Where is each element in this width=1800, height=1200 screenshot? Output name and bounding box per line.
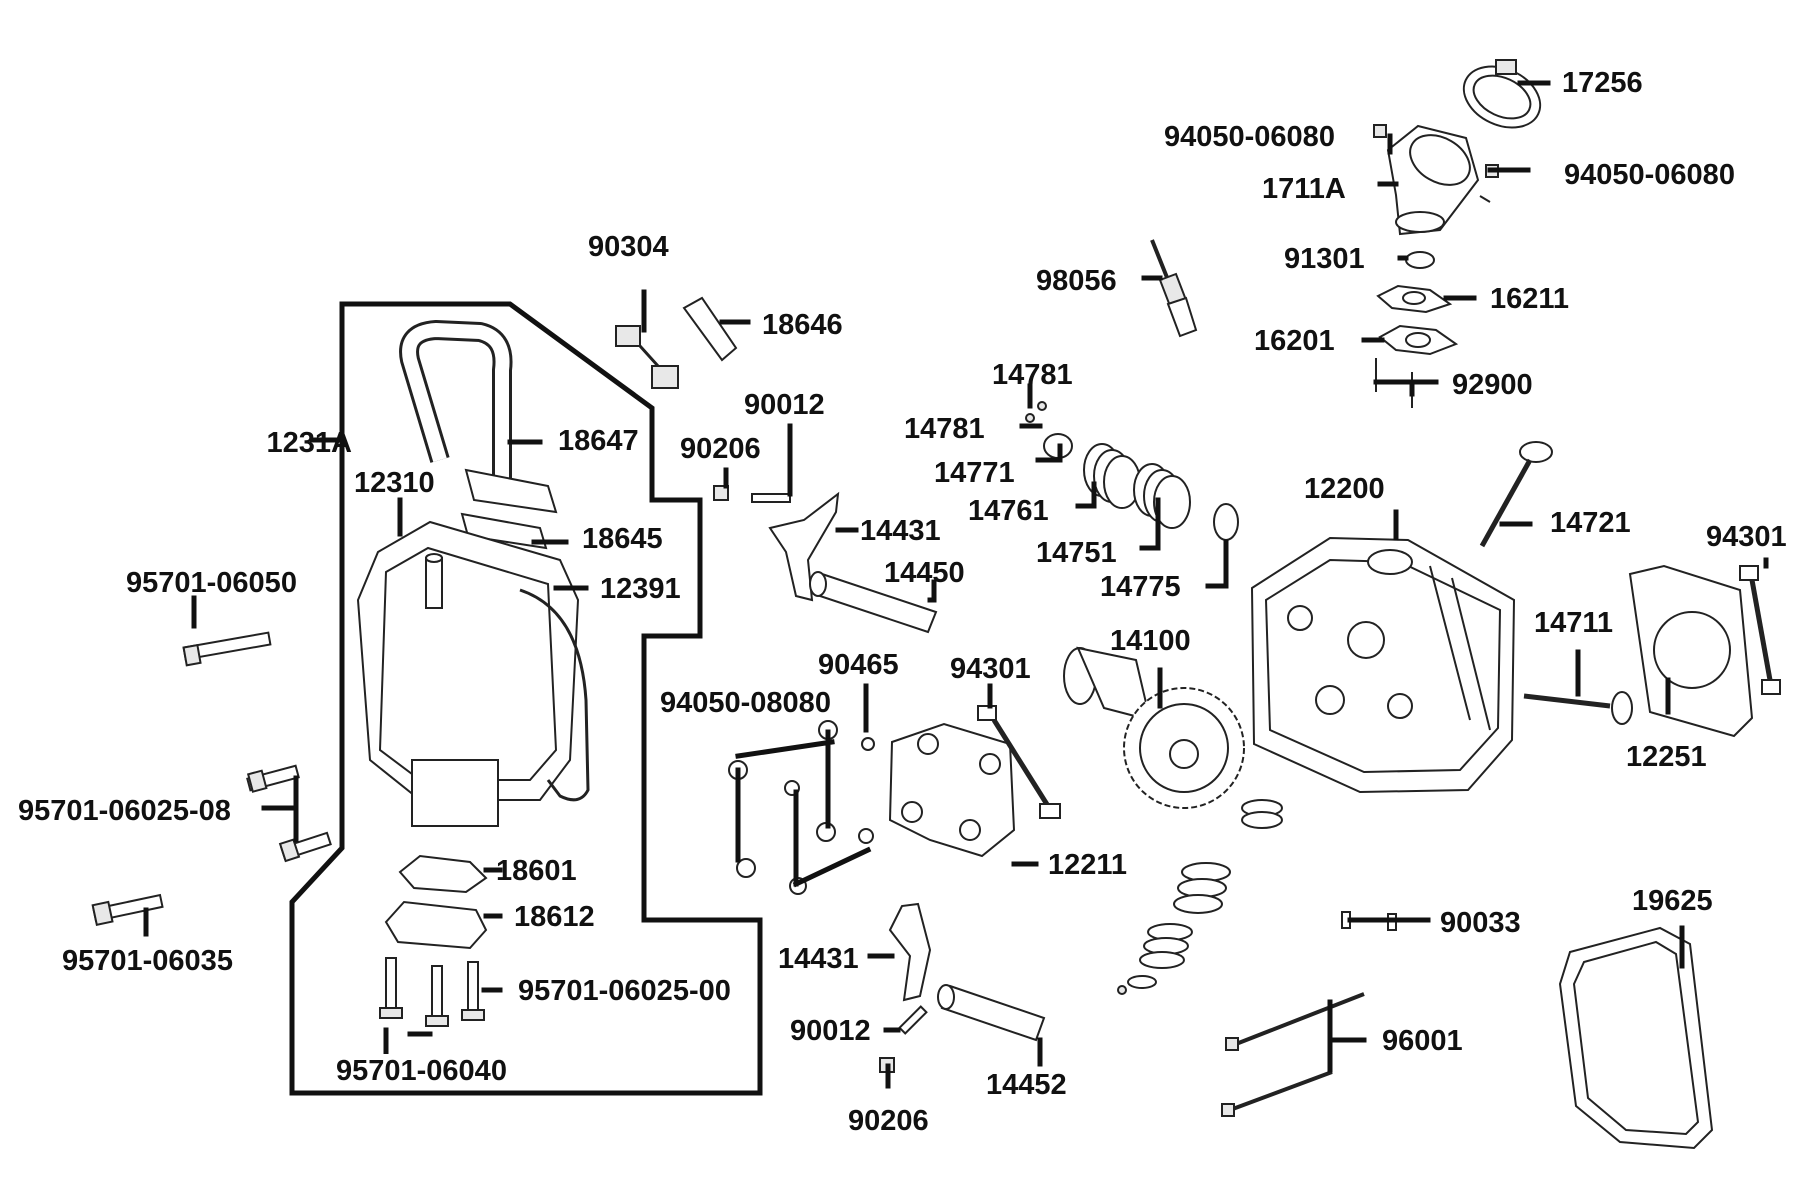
intake-clamp-part (1462, 59, 1542, 129)
label-95701-06050: 95701-06050 (126, 567, 297, 599)
label-18646: 18646 (762, 309, 843, 341)
cylinder-head-part (1250, 536, 1516, 794)
valve-spring-part (1117, 799, 1283, 995)
label-14781: 14781 (904, 413, 985, 445)
label-12211: 12211 (1048, 849, 1127, 881)
label-92900: 92900 (1452, 369, 1533, 401)
bolt-part (91, 631, 332, 927)
label-1231a: 1231A (267, 427, 353, 459)
label-95701-06035: 95701-06035 (62, 945, 233, 977)
label-90012: 90012 (744, 389, 825, 421)
label-18645: 18645 (582, 523, 663, 555)
breather-plate-part (398, 854, 488, 894)
label-16211: 16211 (1490, 283, 1569, 315)
label-90465: 90465 (818, 649, 899, 681)
label-91301: 91301 (1284, 243, 1365, 275)
o-ring-part (1405, 251, 1435, 269)
rocker-arm-part (888, 902, 932, 1002)
intake-insulator-part (1376, 284, 1453, 314)
cover-group-frame (289, 301, 763, 1096)
label-12251: 12251 (1626, 741, 1707, 773)
oil-gasket-part (682, 296, 738, 362)
label-94301: 94301 (1706, 521, 1787, 553)
rocker-shaft-part (809, 571, 938, 634)
cover-gasket-part (1558, 926, 1714, 1150)
stud-bolt-part (1221, 992, 1365, 1117)
label-90304: 90304 (588, 231, 669, 263)
spark-plug-part (1150, 239, 1198, 338)
intake-manifold-part (1386, 124, 1491, 236)
banjo-bolt-part (615, 325, 679, 389)
label-12200: 12200 (1304, 473, 1385, 505)
cover-bolt-part (379, 957, 485, 1027)
label-18601: 18601 (496, 855, 577, 887)
label-96001: 96001 (1382, 1025, 1463, 1057)
label-18647: 18647 (558, 425, 639, 457)
camshaft-part (1063, 646, 1245, 809)
label-14721: 14721 (1550, 507, 1631, 539)
label-12310: 12310 (354, 467, 435, 499)
label-14431: 14431 (860, 515, 941, 547)
adjust-screw-part (713, 485, 928, 1073)
label-14452: 14452 (986, 1069, 1067, 1101)
label-17256: 17256 (1562, 67, 1643, 99)
label-12391: 12391 (600, 573, 681, 605)
label-94050-08080: 94050-08080 (660, 687, 831, 719)
oil-pipe-part (399, 320, 558, 514)
intake-gasket-part (1378, 324, 1459, 356)
breather-housing-part (384, 900, 488, 950)
label-14450: 14450 (884, 557, 965, 589)
pipe-gasket-part (460, 512, 548, 550)
label-95701-06025-00: 95701-06025-00 (518, 975, 731, 1007)
intake-valve-part (1479, 441, 1553, 548)
leader-lines (143, 80, 1769, 1089)
head-cover-part (356, 520, 580, 827)
label-95701-06040: 95701-06040 (336, 1055, 507, 1087)
label-14771: 14771 (934, 457, 1015, 489)
cover-gasket-part (519, 588, 590, 802)
exhaust-valve-part (1523, 691, 1633, 725)
label-18612: 18612 (514, 901, 595, 933)
label-90206: 90206 (680, 433, 761, 465)
label-14431: 14431 (778, 943, 859, 975)
head-gasket-part (1628, 564, 1754, 738)
label-90033: 90033 (1440, 907, 1521, 939)
label-98056: 98056 (1036, 265, 1117, 297)
label-14775: 14775 (1100, 571, 1181, 603)
label-94301: 94301 (950, 653, 1031, 685)
label-90206: 90206 (848, 1105, 929, 1137)
rocker-shaft-part (937, 984, 1046, 1042)
rocker-arm-part (768, 491, 840, 602)
label-95701-06025-08: 95701-06025-08 (18, 795, 231, 827)
valve-spring-part (1025, 401, 1239, 541)
label-14781: 14781 (992, 359, 1073, 391)
label-94050-06080: 94050-06080 (1164, 121, 1335, 153)
label-1711a: 1711A (1262, 173, 1346, 205)
label-94050-06080: 94050-06080 (1564, 159, 1735, 191)
camshaft-holder-part (888, 722, 1016, 858)
label-14761: 14761 (968, 495, 1049, 527)
label-14751: 14751 (1036, 537, 1117, 569)
label-90012: 90012 (790, 1015, 871, 1047)
label-16201: 16201 (1254, 325, 1335, 357)
dowel-pin-part (977, 705, 1061, 819)
label-14100: 14100 (1110, 625, 1191, 657)
label-19625: 19625 (1632, 885, 1713, 917)
dowel-pin-part (1739, 565, 1781, 695)
label-14711: 14711 (1534, 607, 1613, 639)
